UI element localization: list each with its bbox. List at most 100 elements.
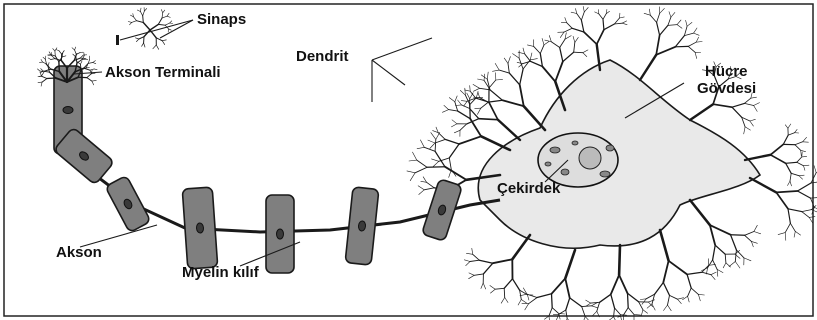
dendrite-branch (572, 28, 584, 32)
dendrite-branch (675, 36, 684, 47)
dendrite-branch (424, 188, 434, 190)
dendrite-branch (504, 58, 508, 63)
dendrite-branch (656, 35, 659, 55)
dendrite-branch (690, 104, 713, 120)
dendrite-branch (520, 290, 522, 299)
dendrite-branch (555, 62, 563, 82)
dendrite-branch (735, 250, 736, 262)
dendrite-branch (814, 166, 816, 173)
axon-terminal-branch (94, 69, 97, 70)
dendrite-branch (549, 36, 551, 42)
dendrite-branch (552, 308, 559, 314)
dendrite-branch (785, 223, 790, 232)
dendrite-branch (577, 14, 582, 21)
dendrite-branch (469, 275, 475, 278)
dendrite-branch (611, 294, 615, 308)
dendrite-branch (433, 161, 439, 166)
myelin-segment (105, 175, 151, 232)
dendrite-branch (504, 288, 505, 297)
dendrite-branch (473, 88, 479, 91)
axon-terminal-branch (49, 52, 51, 55)
dendrite-branch (801, 150, 806, 151)
dendrite-branch (477, 108, 480, 114)
dendrite-branch (785, 233, 786, 241)
synapse-branch (163, 10, 165, 13)
dendrite-branch (435, 139, 445, 143)
dendrite-branch (788, 209, 790, 224)
dendrite-branch (465, 90, 471, 91)
dendrite-branch (442, 110, 448, 113)
dendrite-branch (490, 289, 495, 293)
axon-terminal-branch (48, 58, 51, 60)
dendrite-branch (582, 307, 586, 317)
dendrite-branch (573, 36, 575, 42)
dendrite-branch (407, 171, 415, 173)
dendrite-branch (603, 14, 606, 20)
dendrite-branch (466, 253, 472, 254)
dendrite-branch (687, 22, 692, 26)
dendrite-branch (696, 42, 702, 43)
dendrite-branch (488, 100, 502, 102)
dendrite-branch (524, 106, 545, 130)
dendrite-branch (634, 315, 641, 316)
synapse-branch (165, 23, 170, 25)
dendrite-branch (423, 177, 426, 183)
dendrite-branch (744, 258, 751, 261)
dendrite-branch (611, 275, 619, 294)
dendrite-branch (725, 254, 726, 263)
synapse-branch (170, 21, 172, 23)
axon-terminal-branch (42, 79, 47, 83)
synapse-branch (137, 21, 144, 23)
dendrite-branch (652, 304, 655, 310)
dendrite-branch (644, 13, 650, 15)
dendrite-branch (595, 12, 599, 14)
axon-terminal-branch (75, 50, 77, 54)
axon-terminal-branch (80, 61, 82, 64)
dendrite-branch (809, 217, 813, 223)
dendrite-branch (801, 150, 802, 156)
dendrite-branch (591, 302, 600, 303)
nucleolus (579, 147, 601, 169)
label-akson: Akson (56, 244, 102, 261)
dendrite-branch (702, 272, 711, 275)
dendrite-branch (534, 46, 541, 53)
dendrite-branch (687, 274, 691, 288)
synapse-branch (170, 23, 173, 24)
myelin-segment (266, 195, 294, 273)
myelin-segment (182, 187, 218, 269)
dendrite-branch (464, 260, 470, 262)
dendrite-branch (745, 235, 752, 241)
dendrite-branch (691, 288, 698, 294)
dendrite-branch (420, 140, 424, 147)
dendrite-branch (688, 296, 690, 302)
synapse-branch (128, 22, 132, 23)
dendrite-branch (794, 231, 795, 237)
dendrite-branch (668, 17, 671, 25)
dendrite-branch (565, 18, 567, 23)
dendrite-branch (470, 91, 476, 98)
dendrite-branch (795, 129, 798, 132)
nucleus (538, 133, 618, 187)
dendrite-branch (571, 12, 577, 13)
dendrite-branch (552, 278, 566, 293)
dendrite-branch (563, 52, 574, 61)
dendrite-branch (452, 120, 457, 124)
dendrite-branch (802, 212, 810, 218)
axon-terminal-branch (88, 59, 90, 63)
dendrite-branch (560, 48, 563, 62)
axon-terminal-branch (59, 51, 62, 55)
axon-terminal-branch (53, 49, 55, 51)
dendrite-branch (713, 245, 716, 260)
axon-terminal-branch (44, 71, 50, 72)
dendrite-branch (428, 140, 435, 143)
dendrite-branch (655, 283, 664, 295)
dendrite-branch (745, 232, 754, 236)
label-hucre-line2: Gövdesi (697, 80, 756, 97)
dendrite-branch (694, 33, 700, 35)
synapse-branch (161, 10, 162, 13)
dendrite-branch (495, 288, 504, 289)
dendrite-branch (490, 286, 495, 290)
dendrite-branch (790, 223, 795, 231)
dendrite-branch (449, 110, 458, 112)
dendrite-branch (427, 167, 445, 168)
